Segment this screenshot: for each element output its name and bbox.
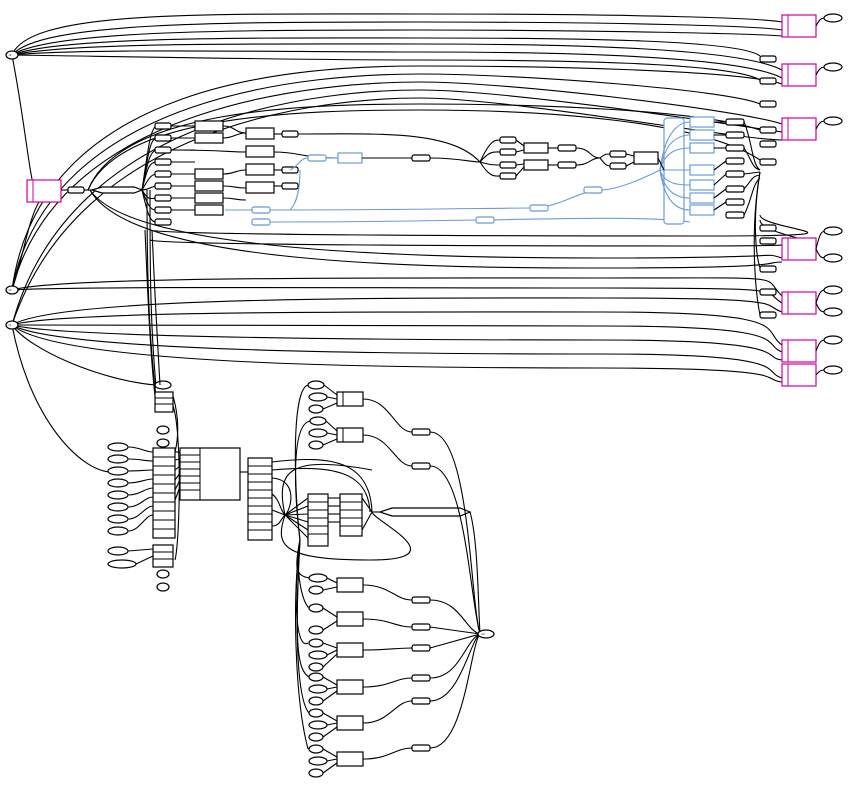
port-label-clk: clk xyxy=(9,54,13,57)
output-port xyxy=(477,629,495,639)
output-port-label: out xyxy=(481,633,485,636)
left-register-cell xyxy=(26,179,144,203)
input-port-en: en xyxy=(5,320,19,330)
input-port-clk: clk xyxy=(5,50,19,60)
left-vertical-bundle xyxy=(144,229,180,561)
bus-columns xyxy=(247,457,472,561)
right-registers xyxy=(781,13,843,387)
logic-stage-2 xyxy=(245,127,481,194)
loop-wires xyxy=(11,54,809,473)
lower-left-inputs xyxy=(107,380,176,592)
port-label-rst: rst xyxy=(9,289,12,292)
central-block xyxy=(174,447,248,501)
lower-mux-group-top xyxy=(294,380,481,635)
input-port-rst: rst xyxy=(5,285,19,295)
right-output-column xyxy=(713,55,777,319)
mux-stage xyxy=(479,136,665,180)
lower-mux-group-bottom: out xyxy=(295,511,495,778)
bit-select-column xyxy=(154,122,172,226)
highlighted-path xyxy=(224,116,715,226)
port-label-en: en xyxy=(9,324,12,327)
logic-stage-1 xyxy=(170,120,247,216)
